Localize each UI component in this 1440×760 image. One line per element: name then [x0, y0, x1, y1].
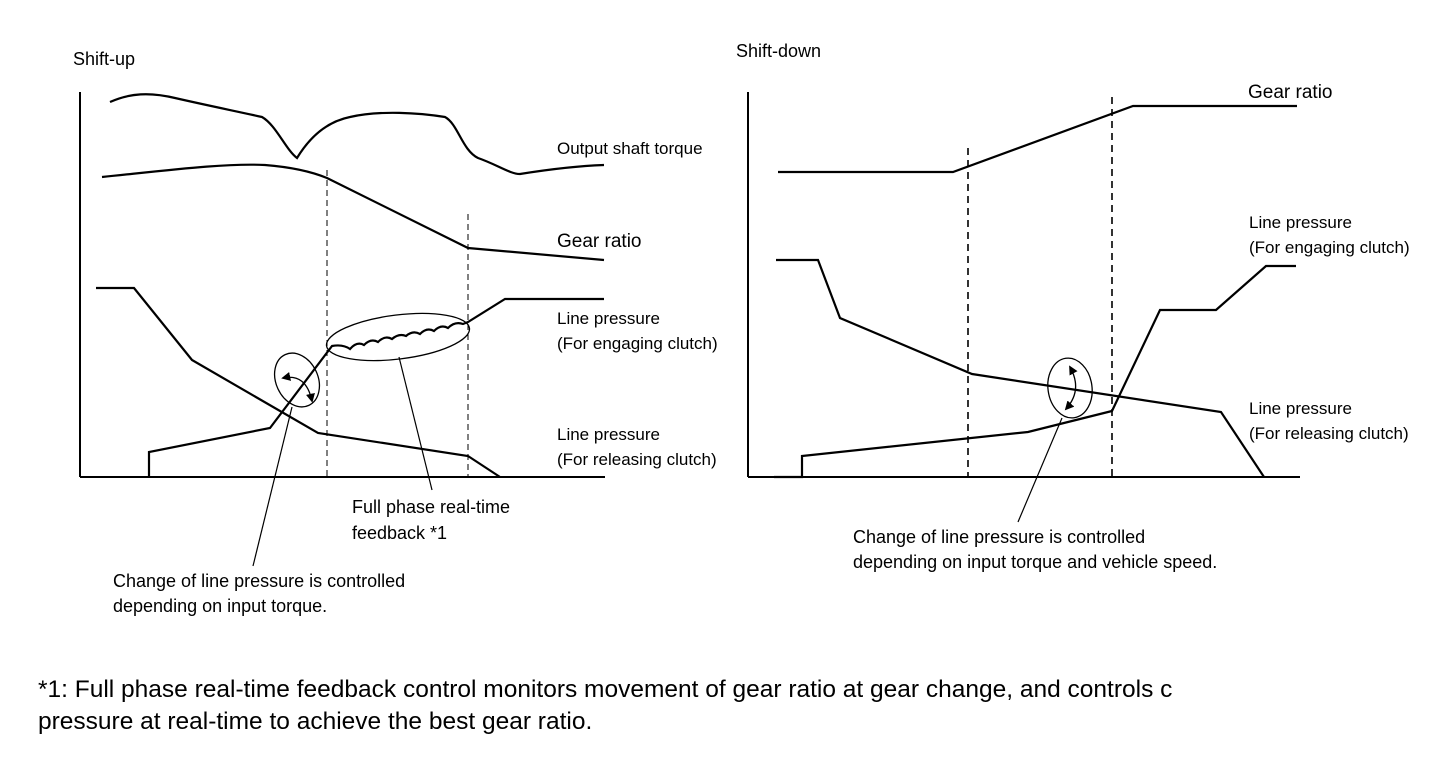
shift-down-double-arrow-icon	[1064, 365, 1078, 411]
shift-down-gear-ratio-label: Gear ratio	[1248, 82, 1332, 103]
shift-up-feedback-ellipse	[325, 312, 471, 362]
shift-up-feedback-pointer	[398, 356, 433, 491]
shift-up-gear-ratio-label: Gear ratio	[557, 231, 641, 252]
shift-down-lp-releasing-curve	[776, 258, 1265, 478]
shift-down-lp-releasing-label-1: Line pressure	[1249, 399, 1352, 418]
shift-up-lp-releasing-label-1: Line pressure	[557, 425, 660, 444]
shift-down-lp-releasing-label-2: (For releasing clutch)	[1249, 424, 1409, 443]
footnote-line-2: pressure at real-time to achieve the bes…	[38, 708, 593, 735]
shift-up-panel: Shift-up Output shaft torque Gear ratio …	[73, 49, 718, 616]
shift-down-speed-note-1: Change of line pressure is controlled	[853, 527, 1145, 547]
shift-up-lp-releasing-curve	[96, 286, 501, 478]
shift-up-lp-engaging-label-2: (For engaging clutch)	[557, 334, 718, 353]
shift-down-control-pointer	[1017, 417, 1063, 523]
shift-up-output-torque-curve	[109, 93, 605, 176]
shift-up-lp-engaging-curve	[147, 297, 604, 477]
footnote-line-1: *1: Full phase real-time feedback contro…	[38, 676, 1173, 703]
shift-down-title: Shift-down	[736, 41, 821, 61]
shift-down-lp-engaging-label-1: Line pressure	[1249, 213, 1352, 232]
shift-down-panel: Shift-down Gear ratio Line pressure (For…	[736, 41, 1410, 572]
shift-down-lp-engaging-label-2: (For engaging clutch)	[1249, 238, 1410, 257]
shift-up-lp-releasing-label-2: (For releasing clutch)	[557, 450, 717, 469]
shift-down-control-ellipse	[1047, 357, 1093, 419]
shift-down-lp-engaging-curve	[774, 264, 1296, 479]
shift-up-torque-note-1: Change of line pressure is controlled	[113, 571, 405, 591]
shift-up-torque-note-2: depending on input torque.	[113, 596, 327, 616]
shift-up-gear-ratio-curve	[101, 163, 605, 262]
shift-down-gear-ratio-curve	[778, 104, 1297, 174]
shift-up-lp-engaging-label-1: Line pressure	[557, 309, 660, 328]
footnote: *1: Full phase real-time feedback contro…	[38, 674, 1433, 738]
shift-up-feedback-note-2: feedback *1	[352, 523, 447, 543]
shift-up-title: Shift-up	[73, 49, 135, 69]
shift-down-speed-note-2: depending on input torque and vehicle sp…	[853, 552, 1217, 572]
shift-up-feedback-note-1: Full phase real-time	[352, 497, 510, 517]
shift-up-torque-pointer	[252, 406, 293, 567]
shift-up-double-arrow-icon	[281, 372, 315, 403]
shift-up-output-torque-label: Output shaft torque	[557, 139, 703, 158]
shift-up-torque-ellipse	[273, 352, 321, 408]
